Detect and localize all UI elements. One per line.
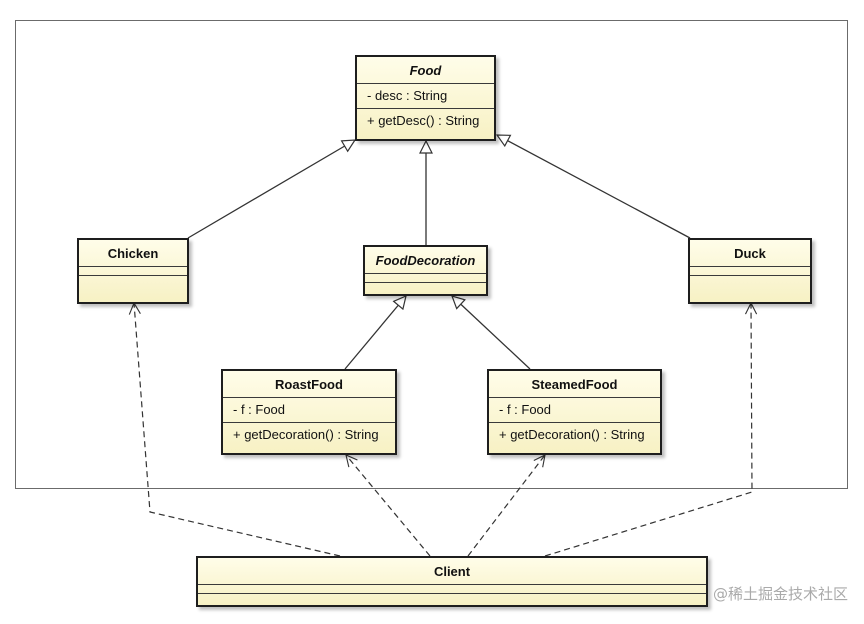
attribute-compartment xyxy=(365,274,486,283)
operation-compartment xyxy=(690,276,810,284)
operation-compartment xyxy=(79,276,187,284)
class-client[interactable]: Client xyxy=(196,556,708,607)
class-steamed-food[interactable]: SteamedFood - f : Food + getDecoration()… xyxy=(487,369,662,455)
class-name: FoodDecoration xyxy=(365,247,486,274)
class-name: Food xyxy=(357,57,494,84)
class-chicken[interactable]: Chicken xyxy=(77,238,189,304)
client-to-duck-dependency xyxy=(544,303,752,557)
class-name: Client xyxy=(198,558,706,585)
class-attribute: - desc : String xyxy=(357,84,494,109)
class-food-decoration[interactable]: FoodDecoration xyxy=(363,245,488,296)
class-attribute: - f : Food xyxy=(489,398,660,423)
chicken-to-food-generalization xyxy=(187,140,355,239)
class-roast-food[interactable]: RoastFood - f : Food + getDecoration() :… xyxy=(221,369,397,455)
class-name: Duck xyxy=(690,240,810,267)
attribute-compartment xyxy=(198,585,706,594)
attribute-compartment xyxy=(79,267,187,276)
client-to-steamedfood-dependency xyxy=(467,455,545,557)
class-name: Chicken xyxy=(79,240,187,267)
client-to-roastfood-dependency xyxy=(346,455,431,557)
roast-to-decoration-generalization xyxy=(344,296,406,370)
operation-compartment xyxy=(198,594,706,602)
class-duck[interactable]: Duck xyxy=(688,238,812,304)
class-operation: + getDecoration() : String xyxy=(233,427,379,442)
steamed-to-decoration-generalization xyxy=(452,296,531,370)
class-operation: + getDecoration() : String xyxy=(499,427,645,442)
class-food[interactable]: Food - desc : String + getDesc() : Strin… xyxy=(355,55,496,141)
watermark: @稀土掘金技术社区 xyxy=(712,585,848,603)
client-to-chicken-dependency xyxy=(134,303,341,557)
class-name: RoastFood xyxy=(223,371,395,398)
class-attribute: - f : Food xyxy=(223,398,395,423)
class-operation: + getDesc() : String xyxy=(367,113,480,128)
operation-compartment xyxy=(365,283,486,291)
attribute-compartment xyxy=(690,267,810,276)
duck-to-food-generalization xyxy=(497,135,691,239)
class-name: SteamedFood xyxy=(489,371,660,398)
